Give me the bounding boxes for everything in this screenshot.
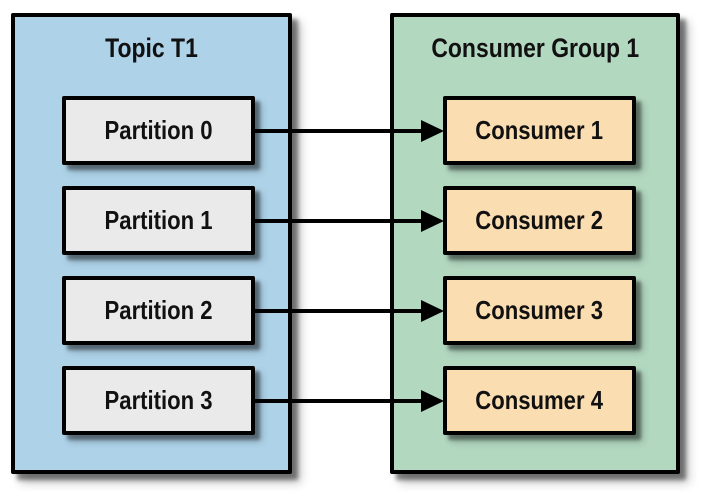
arrowhead-icon [421, 390, 444, 412]
partition-3-label: Partition 3 [104, 385, 213, 415]
arrow-partition-2-to-consumer-3 [253, 300, 444, 322]
partition-0-label: Partition 0 [104, 115, 213, 145]
arrow-partition-3-to-consumer-4 [253, 390, 444, 412]
arrow-line [253, 309, 427, 313]
arrowhead-icon [421, 120, 444, 142]
partition-2-box: Partition 2 [62, 276, 255, 345]
partition-1-box: Partition 1 [62, 186, 255, 255]
partition-3-box: Partition 3 [62, 366, 255, 435]
partition-1-label: Partition 1 [104, 205, 213, 235]
consumer-3-label: Consumer 3 [475, 295, 604, 325]
consumer-1-label: Consumer 1 [475, 115, 604, 145]
topic-title-text: Topic T1 [105, 33, 198, 63]
arrow-partition-1-to-consumer-2 [253, 210, 444, 232]
consumer-4-label: Consumer 4 [475, 385, 604, 415]
consumer-group-title: Consumer Group 1 [394, 34, 676, 62]
arrowhead-icon [421, 210, 444, 232]
arrow-line [253, 399, 427, 403]
consumer-group-title-text: Consumer Group 1 [431, 33, 639, 63]
partition-2-label: Partition 2 [104, 295, 213, 325]
topic-title: Topic T1 [15, 34, 288, 62]
arrow-partition-0-to-consumer-1 [253, 120, 444, 142]
consumer-1-box: Consumer 1 [443, 96, 636, 165]
consumer-4-box: Consumer 4 [443, 366, 636, 435]
arrowhead-icon [421, 300, 444, 322]
consumer-2-label: Consumer 2 [475, 205, 604, 235]
arrow-line [253, 129, 427, 133]
partition-0-box: Partition 0 [62, 96, 255, 165]
consumer-2-box: Consumer 2 [443, 186, 636, 255]
consumer-3-box: Consumer 3 [443, 276, 636, 345]
arrow-line [253, 219, 427, 223]
